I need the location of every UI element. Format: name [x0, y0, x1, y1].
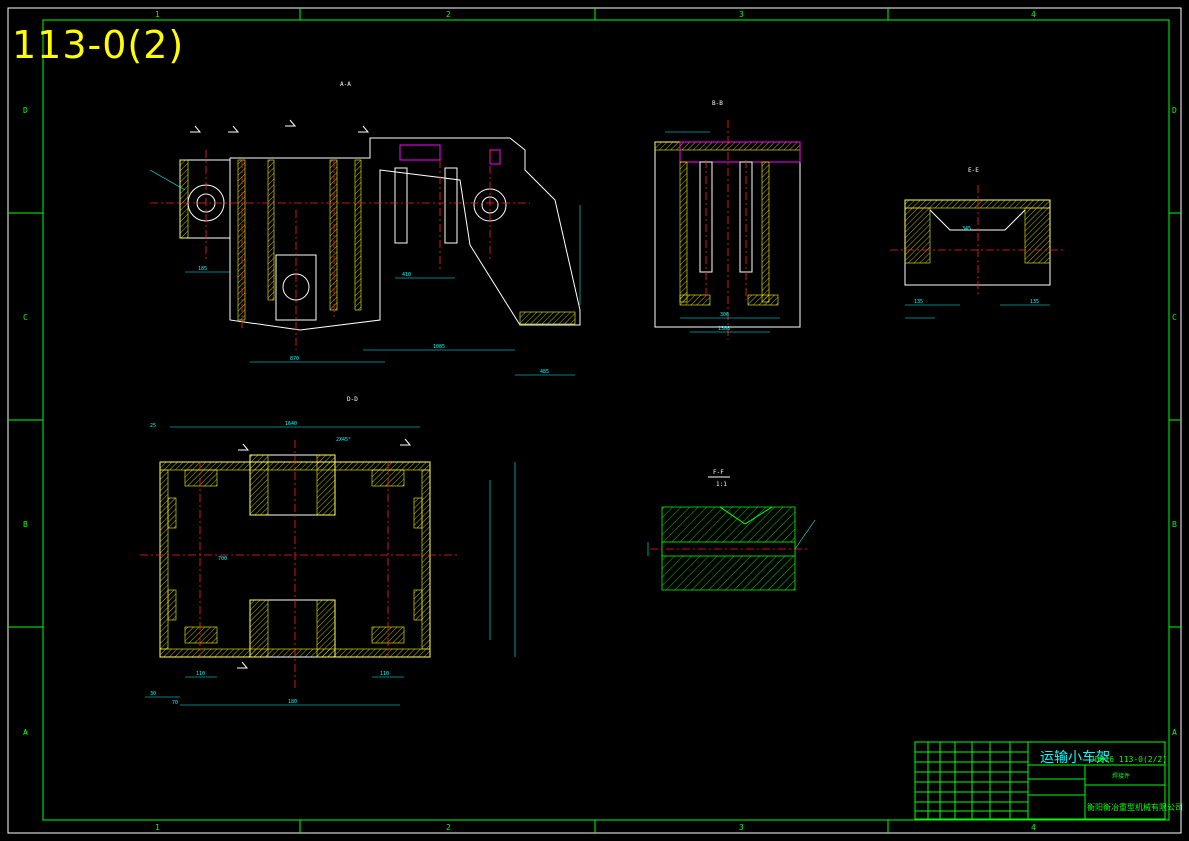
view-section-b: B-B 306 1308: [654, 100, 801, 340]
dim-label: 135: [914, 299, 923, 305]
dim-label: 1085: [433, 344, 445, 350]
grid-row-label: D: [1172, 106, 1177, 115]
view-section-a: A-A: [149, 81, 581, 376]
dim-label: 306: [720, 312, 729, 318]
section-label-e: E-E: [968, 167, 979, 174]
drawing-code: JD016 113-0(2/2): [1090, 755, 1167, 764]
section-label-d: D-D: [347, 396, 358, 403]
view-section-f: F-F 1:1: [647, 469, 816, 591]
drawing-border: [7, 7, 1182, 834]
dim-label: 110: [196, 671, 205, 677]
grid-col-label: 1: [155, 10, 160, 19]
section-label-a: A-A: [340, 81, 351, 88]
part-name: 运输小车架: [1040, 749, 1110, 766]
grid-col-label: 2: [446, 823, 451, 832]
view-section-e: E-E 135 135 345: [890, 167, 1065, 319]
section-scale-f: 1:1: [716, 481, 727, 488]
dim-label: 1640: [285, 421, 297, 427]
grid-row-label: C: [1172, 313, 1177, 322]
grid-row-label: B: [23, 520, 28, 529]
dim-label: 870: [290, 356, 299, 362]
dim-label: 180: [288, 699, 297, 705]
grid-col-label: 3: [739, 10, 744, 19]
dim-label: 410: [402, 272, 411, 278]
dim-label: 110: [380, 671, 389, 677]
view-section-d: D-D 1640 180 110: [140, 396, 516, 706]
grid-col-label: 3: [739, 823, 744, 832]
dim-label: 485: [540, 369, 549, 375]
dim-label: 345: [962, 226, 971, 232]
dim-label: 70: [172, 700, 178, 706]
company-name: 衡阳衡冶重型机械有限公司: [1087, 802, 1183, 812]
drawing-number: 113-0(2): [12, 23, 184, 67]
dim-label: 135: [1030, 299, 1039, 305]
section-label-f: F-F: [713, 469, 724, 476]
dim-label: 2X45°: [336, 437, 351, 443]
grid-row-label: B: [1172, 520, 1177, 529]
grid-col-label: 4: [1031, 10, 1036, 19]
grid-row-label: C: [23, 313, 28, 322]
grid-row-label: D: [23, 106, 28, 115]
title-block: 运输小车架 JD016 113-0(2/2) 焊接件 衡阳衡冶重型机械有限公司: [914, 741, 1183, 820]
section-label-b: B-B: [712, 100, 723, 107]
grid-row-label: A: [1172, 728, 1177, 737]
grid-col-label: 4: [1031, 823, 1036, 832]
material: 焊接件: [1112, 772, 1130, 780]
grid-col-label: 1: [155, 823, 160, 832]
dim-label: 700: [218, 556, 227, 562]
dim-label: 185: [198, 266, 207, 272]
dim-label: 1308: [718, 326, 730, 332]
dim-label: 25: [150, 423, 156, 429]
dim-label: 30: [150, 691, 156, 697]
grid-row-label: A: [23, 728, 28, 737]
grid-col-label: 2: [446, 10, 451, 19]
